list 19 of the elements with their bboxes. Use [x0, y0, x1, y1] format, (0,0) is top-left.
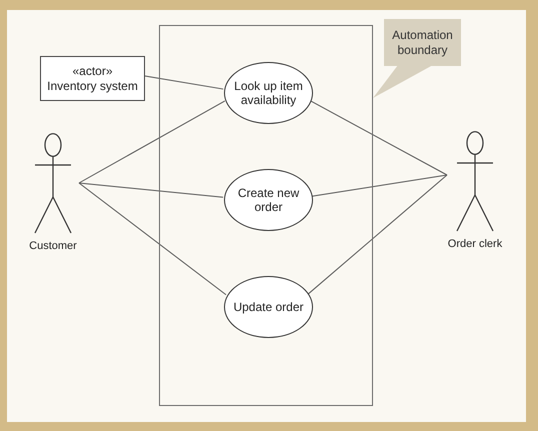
callout-box — [384, 19, 461, 66]
callout-text: Automation boundary — [391, 28, 454, 58]
stereotype-label: «actor» — [72, 64, 113, 78]
association-line — [78, 182, 224, 198]
callout-pointer — [373, 65, 433, 98]
actor-name: Inventory system — [47, 78, 138, 94]
actor-label: Order clerk — [448, 238, 502, 251]
system-boundary — [159, 25, 373, 406]
use-case-label: Create new order — [236, 186, 300, 214]
association-line — [311, 174, 448, 197]
use-case-label: Look up item availability — [233, 79, 304, 107]
association-line — [78, 100, 226, 184]
association-line — [308, 174, 448, 294]
actor-label: Customer — [29, 240, 77, 253]
association-line — [144, 76, 224, 90]
association-line — [78, 182, 227, 296]
use-case-label: Update order — [233, 300, 304, 314]
actor-box — [40, 56, 145, 101]
association-line — [310, 100, 448, 176]
